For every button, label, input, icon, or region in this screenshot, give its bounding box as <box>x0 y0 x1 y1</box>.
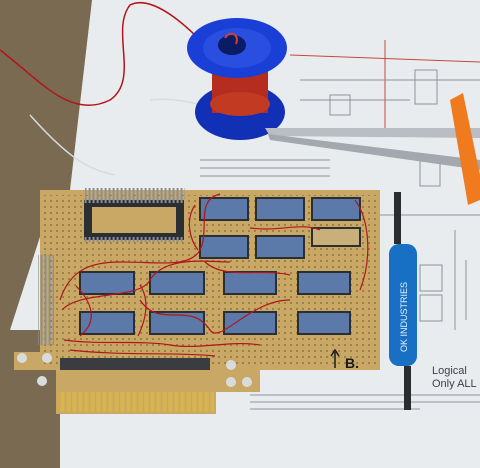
screw <box>226 377 236 387</box>
schematic-text-line1: Logical <box>432 365 467 377</box>
screw <box>42 353 52 363</box>
screw <box>17 353 27 363</box>
screw <box>242 377 252 387</box>
orange-marker <box>450 93 480 205</box>
pin-header-bottom <box>60 358 210 370</box>
wire-spool <box>187 18 287 140</box>
tool-label: OK INDUSTRIES <box>399 282 409 352</box>
large-dip-socket <box>84 198 184 242</box>
tweezers <box>265 128 480 170</box>
wire-wrap-tool: OK INDUSTRIES <box>389 192 417 410</box>
schematic-drawing <box>200 40 480 410</box>
ic-sockets <box>79 197 361 335</box>
pin-header-top <box>85 188 185 200</box>
prototype-board: B. <box>14 188 380 414</box>
board-marking: B. <box>345 355 359 371</box>
marking-arrow <box>330 348 340 368</box>
wire-wrap-wiring <box>59 193 369 357</box>
schematic-text-line2: Only ALL <box>432 378 477 390</box>
screw <box>37 376 47 386</box>
screw <box>226 360 236 370</box>
pin-header-left <box>38 255 54 345</box>
loose-red-wire <box>0 2 201 106</box>
